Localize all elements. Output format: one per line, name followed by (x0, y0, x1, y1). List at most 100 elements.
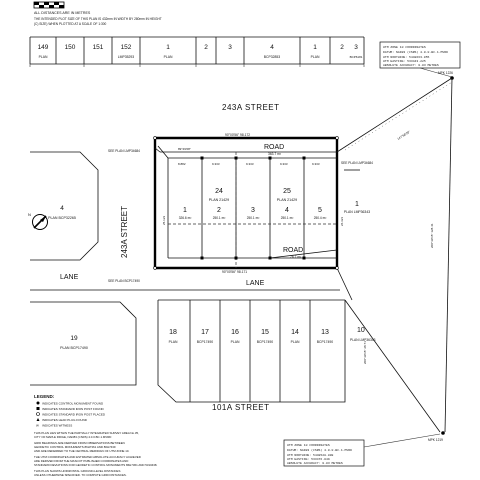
note-line: AND ARE REFERRED TO THE CENTRAL MERIDIAN… (34, 449, 129, 453)
top-lot-plan: PLAN (164, 55, 173, 59)
left-lot-19: 19 PLAN BCP17490 (30, 301, 137, 386)
legend-item: INDICATES LEAD PLUG FOUND (42, 418, 88, 422)
street-101a: 101A STREET (212, 403, 270, 412)
top-lot-plan: BCP32853 (264, 55, 281, 59)
road-area-lower: 76.7 m² (290, 255, 302, 259)
control-monument-icon (36, 401, 40, 405)
left-lot-number: 4 (60, 205, 64, 212)
bearing-north-edge: 89°49'08" (178, 147, 191, 151)
new-lots: 1 326.6 m² 2 250.1 m² 3 250.1 m² 4 250.1… (179, 207, 327, 220)
see-plan-note: SEE PLAN LMP34684 (108, 149, 140, 153)
lane-label-left: LANE (60, 274, 79, 281)
header-print-note-2: (C) SIZE) WHEN PLOTTED AT A SCALE OF 1:3… (34, 22, 107, 26)
utm-line: DATUM: NAD83 (CSRS) 4.0.0.BC.1.MVRD (383, 50, 448, 54)
legend-item: INDICATES CONTROL MONUMENT FOUND (42, 402, 104, 406)
east-depth: 26.321 (340, 216, 344, 226)
utm-line: UTM EASTING: 533443.225 (383, 59, 426, 63)
bearing-diag-lower: 200°39'15" 28.71 (363, 341, 367, 364)
see-plan-note: SEE PLAN LMP34684 (341, 161, 373, 165)
utm-box-bottom: UTM ZONE 10 COORDINATES DATUM: NAD83 (CS… (283, 433, 441, 467)
survey-notes: THIS PLAN LIES WITHIN THE PARTIALLY INTE… (34, 431, 158, 477)
top-lot-plan: PLAN (39, 55, 48, 59)
utm-line: ABSOLUTE ACCURACY: 0.03 METRES (383, 63, 439, 67)
top-lot-number: 149 (38, 44, 49, 51)
top-lot-number: 150 (65, 44, 76, 51)
lane-lot-plan: BCP17490 (317, 340, 334, 344)
monument-bottom-label: MPK 1219 (428, 438, 443, 442)
utm-line: UTM EASTING: 533476.049 (287, 457, 330, 461)
header-print-note-1: THE INTENDED PLOT SIZE OF THIS PLAN IS 4… (34, 17, 162, 21)
subject-parcel (153, 136, 339, 270)
top-lots-row (29, 36, 365, 67)
road-label-top: ROAD (264, 144, 284, 151)
right-parcel: 1 PLAN LMP36343 (336, 77, 453, 433)
lane-lot-number: 16 (231, 329, 239, 336)
side-depth: 25.123 (162, 215, 166, 225)
utm-box-top: UTM ZONE 10 COORDINATES DATUM: NAD83 (CS… (379, 41, 461, 78)
lane-label-mid: LANE (246, 280, 265, 287)
new-lot-area: 250.1 m² (281, 216, 294, 220)
top-lot-number: 1 (166, 44, 170, 51)
lot-width: 9.333 (246, 162, 254, 166)
iron-post-found-icon (36, 407, 40, 410)
top-lot-number: 152 (121, 44, 132, 51)
top-lot-number: 151 (93, 44, 104, 51)
legend-item: INDICATES WITNESS (42, 424, 72, 428)
utm-line: ABSOLUTE ACCURACY: 0.03 METRES (287, 461, 343, 465)
note-line: UNLESS OTHERWISE SPECIFIED. TO COMPUTE G… (34, 473, 127, 477)
lane-lots: 18 PLAN 17 BCP17490 16 PLAN 15 BCP17490 … (140, 289, 441, 433)
top-lot-number: 1 (313, 44, 317, 51)
bearing-lane: 90°00'56" 98.171 (222, 270, 247, 274)
north-symbol: N (28, 212, 31, 217)
street-243a-side: 243A STREET (120, 206, 129, 258)
lane-lot-plan: BCP17490 (197, 340, 214, 344)
new-lot-area: 250.1 m² (213, 216, 226, 220)
top-lot-number: 4 (270, 44, 274, 51)
note-line: GRID BEARINGS ARE DERIVED FROM OBSERVATI… (34, 441, 125, 445)
lot-19-plan: PLAN BCP17490 (60, 346, 88, 350)
note-line: GEODETIC CONTROL MONUMENTS 86H7361 AND 8… (34, 445, 116, 449)
right-lot-number: 1 (355, 201, 359, 208)
note-line: STANDARD DEVIATIONS FOR GEODETIC CONTROL… (34, 463, 158, 467)
new-lot-area: 250.1 m² (247, 216, 260, 220)
utm-line: UTM NORTHING: 5448663.055 (383, 55, 430, 59)
street-243a-top: 243A STREET (222, 103, 280, 112)
plan-24-number: 24 (215, 188, 223, 195)
new-lot-number: 5 (318, 207, 322, 214)
top-lot-plan: BCP6181 (350, 55, 363, 59)
iron-post-placed-icon (36, 412, 40, 416)
top-lot-number: 3 (354, 44, 358, 51)
lane-lot-number: 14 (291, 329, 299, 336)
note-line: THIS PLAN SHOWS HORIZONTAL GROUND-LEVEL … (34, 469, 120, 473)
legend-item: INDICATES STANDARD IRON POST PLACED (42, 413, 106, 417)
lane-lot-number: 15 (261, 329, 269, 336)
lane-lot-plan: BCP17490 (257, 340, 274, 344)
top-lot-number: 2 (340, 44, 344, 51)
note-line: THE UTM COORDINATES AND ESTIMATED ABSOLU… (34, 455, 141, 459)
top-lot-plan: LMP35293 (118, 55, 135, 59)
left-lot-plan: PLAN BCP32265 (48, 216, 76, 220)
utm-line: UTM NORTHING: 5448528.808 (287, 453, 334, 457)
top-lot-number: 3 (228, 44, 232, 51)
lane-lot-number: 18 (169, 329, 177, 336)
top-lot-labels: 149 PLAN 150 151 152 LMP35293 1 PLAN 2 3… (38, 44, 363, 59)
note-line: ARE DERIVED FROM THE MASCOT PUBLISHED CO… (34, 459, 128, 463)
lane-lot-plan: PLAN (291, 340, 300, 344)
new-lot-number: 3 (251, 207, 255, 214)
plan-24-ref: PLAN 21429 (209, 198, 229, 202)
plan-25-ref: PLAN 21429 (277, 198, 297, 202)
see-plan-note: SEE PLAN BCP17490 (108, 279, 140, 283)
legend-title: LEGEND: (34, 394, 55, 399)
new-lot-number: 1 (183, 207, 187, 214)
new-lot-number: 2 (217, 207, 221, 214)
new-lot-number: 4 (285, 207, 289, 214)
note-line: THIS PLAN LIES WITHIN THE PARTIALLY INTE… (34, 431, 139, 435)
utm-line: DATUM: NAD83 (CSRS) 4.0.0.BC.1.MVRD (287, 448, 352, 452)
utm-line: UTM ZONE 10 COORDINATES (383, 45, 426, 49)
lead-plug-icon (36, 418, 40, 421)
lot-10-number: 10 (357, 327, 365, 334)
lane-lot-number: 17 (201, 329, 209, 336)
legend-item: INDICATES STANDARD IRON POST FOUND (42, 407, 105, 411)
plan-25-number: 25 (283, 188, 291, 195)
